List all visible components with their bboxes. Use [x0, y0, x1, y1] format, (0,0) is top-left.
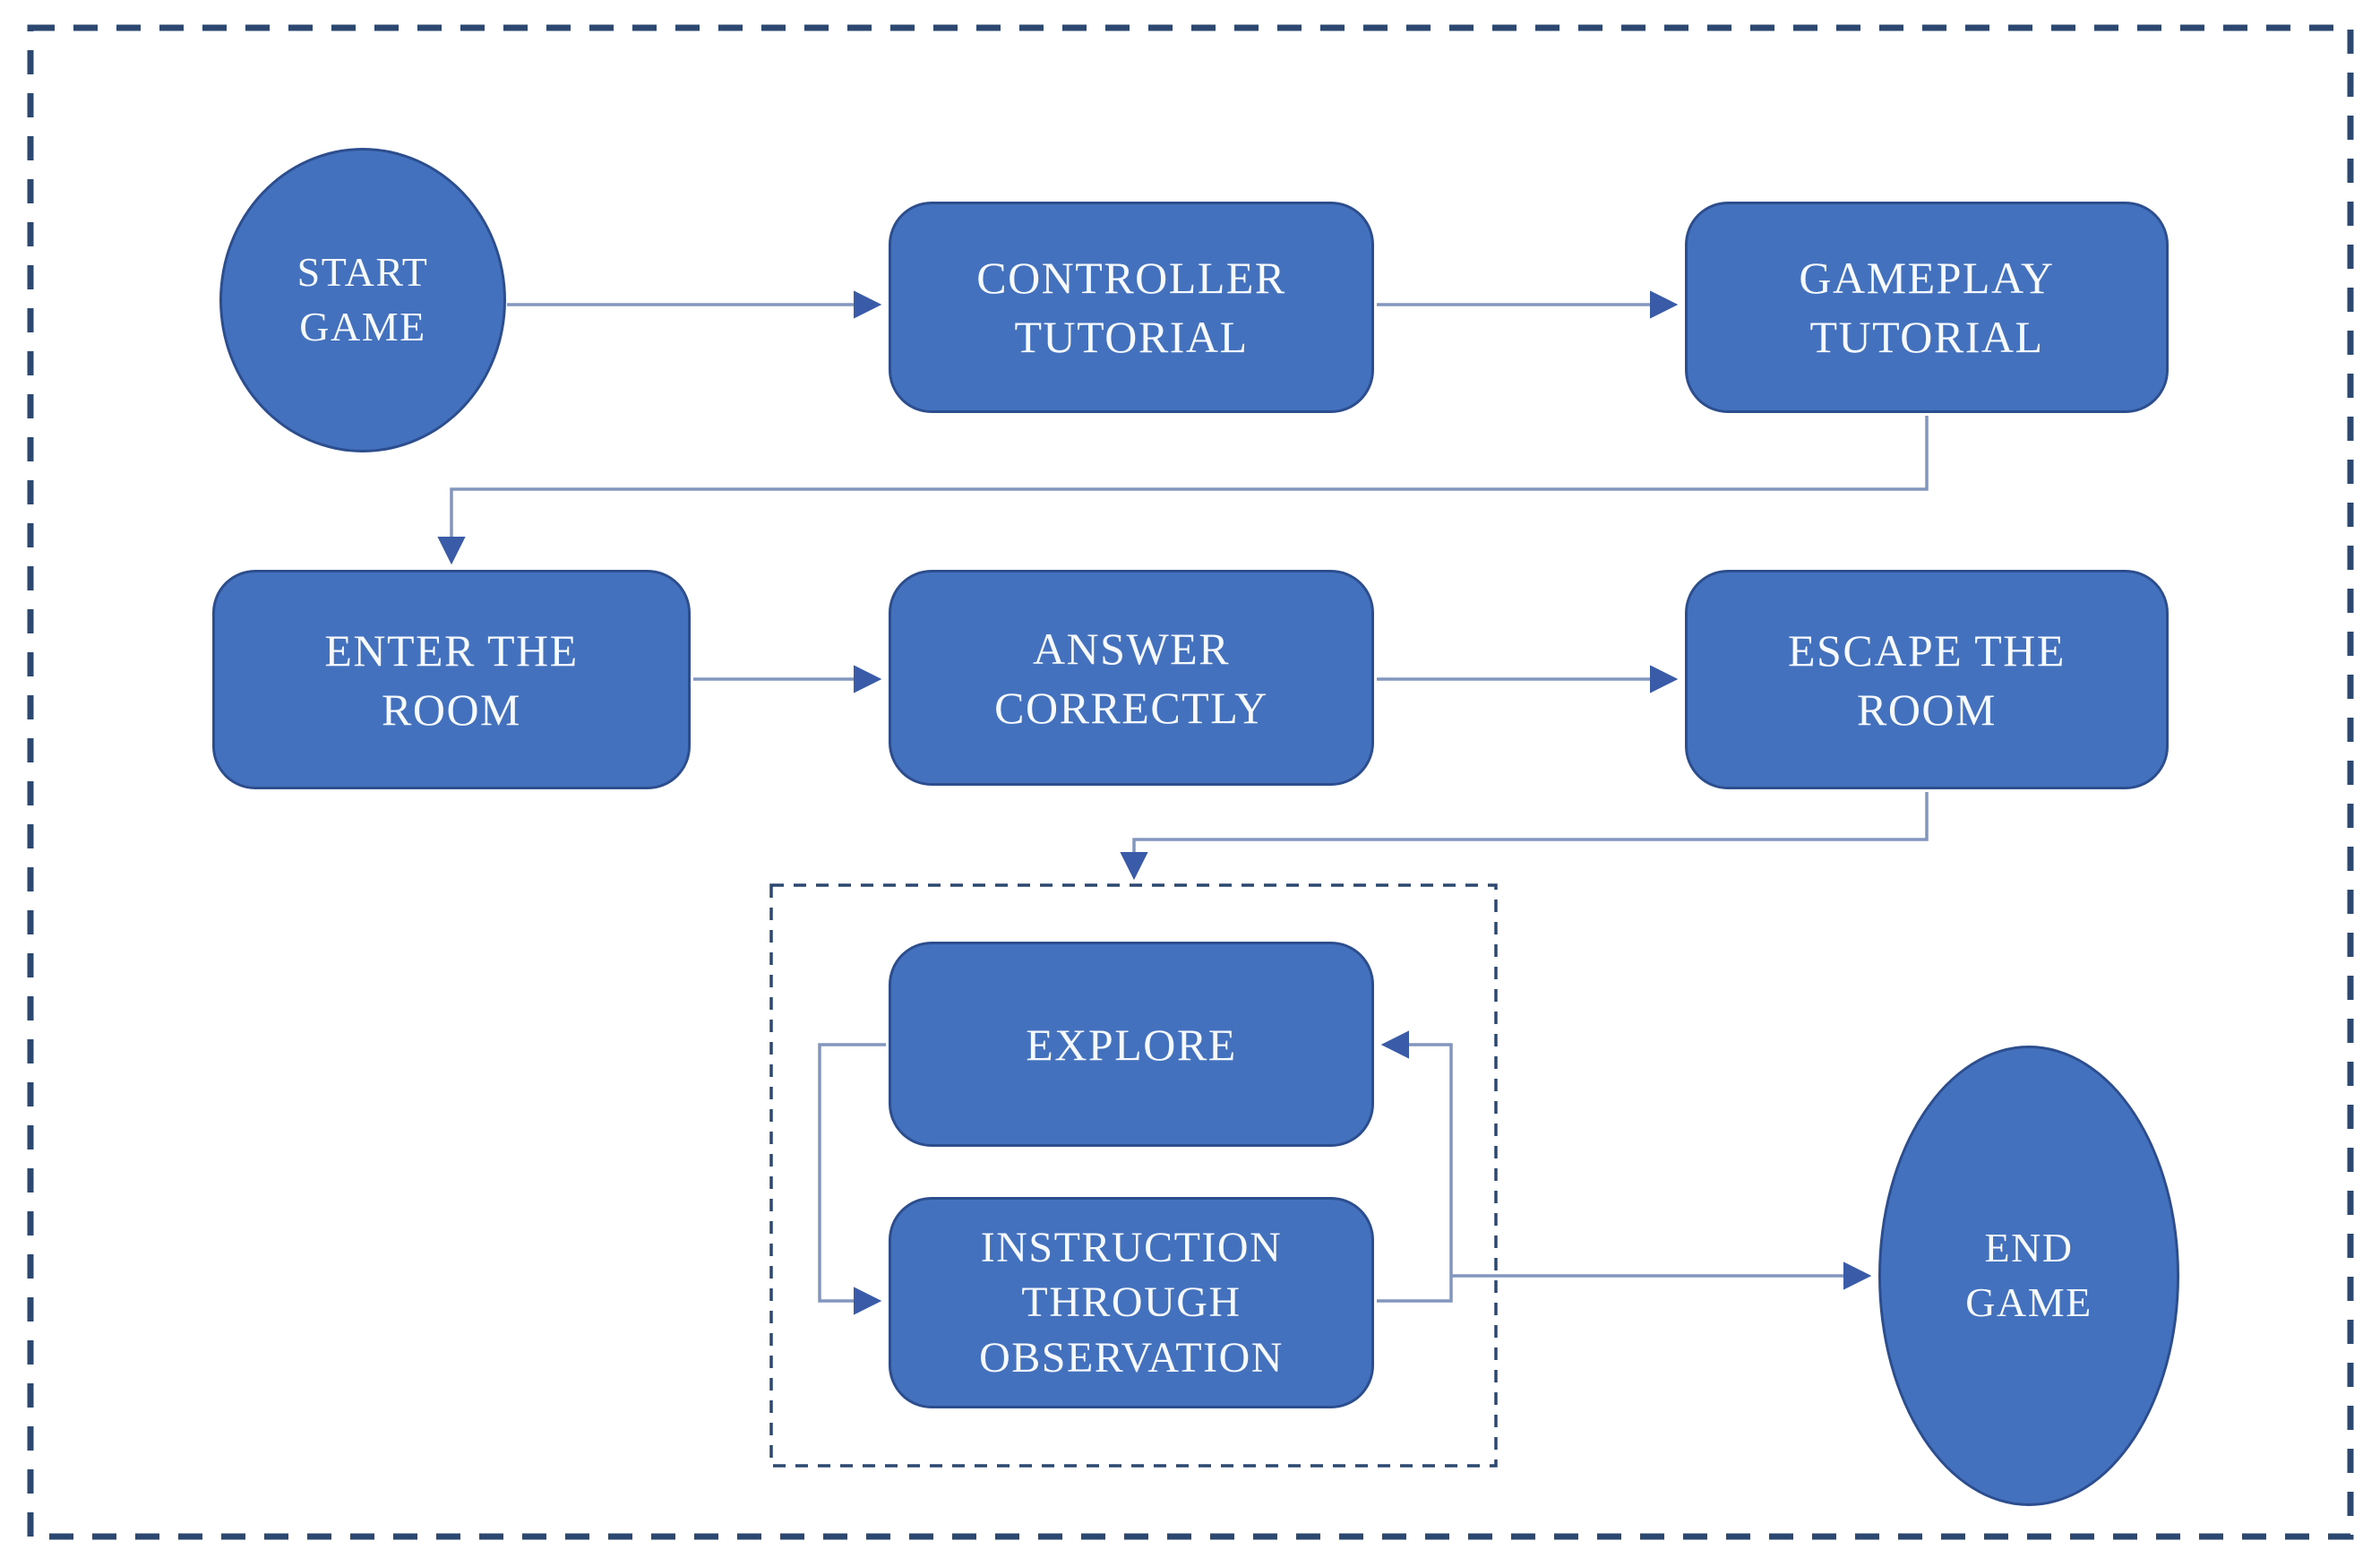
node-start-game-label: START GAME: [296, 249, 429, 349]
node-escape-the-room: ESCAPE THE ROOM: [1685, 570, 2169, 789]
connector-gameplay-to-enter-room: [437, 416, 1929, 565]
node-escape-the-room-label: ESCAPE THE ROOM: [1788, 624, 2066, 735]
node-explore: EXPLORE: [889, 942, 1374, 1147]
node-instruction-through-observation-label: INSTRUCTION THROUGH OBSERVATION: [979, 1223, 1284, 1382]
node-controller-tutorial: CONTROLLER TUTORIAL: [889, 202, 1374, 413]
node-end-game-label: END GAME: [1965, 1225, 2092, 1325]
node-end-game: END GAME: [1878, 1046, 2179, 1506]
connector-explore-to-instruction: [818, 1043, 886, 1315]
node-answer-correctly: ANSWER CORRECTLY: [889, 570, 1374, 786]
node-gameplay-tutorial: GAMEPLAY TUTORIAL: [1685, 202, 2169, 413]
node-explore-label: EXPLORE: [1026, 1019, 1237, 1070]
node-enter-the-room: ENTER THE ROOM: [212, 570, 691, 789]
node-answer-correctly-label: ANSWER CORRECTLY: [994, 623, 1268, 733]
node-gameplay-tutorial-label: GAMEPLAY TUTORIAL: [1799, 253, 2055, 362]
node-enter-the-room-label: ENTER THE ROOM: [324, 624, 579, 735]
connector-instruction-to-explore: [1377, 1030, 1453, 1303]
node-instruction-through-observation: INSTRUCTION THROUGH OBSERVATION: [889, 1197, 1374, 1408]
node-controller-tutorial-label: CONTROLLER TUTORIAL: [976, 253, 1286, 362]
connector-escape-room-to-loop-group: [1120, 792, 1929, 881]
node-start-game: START GAME: [219, 148, 506, 452]
